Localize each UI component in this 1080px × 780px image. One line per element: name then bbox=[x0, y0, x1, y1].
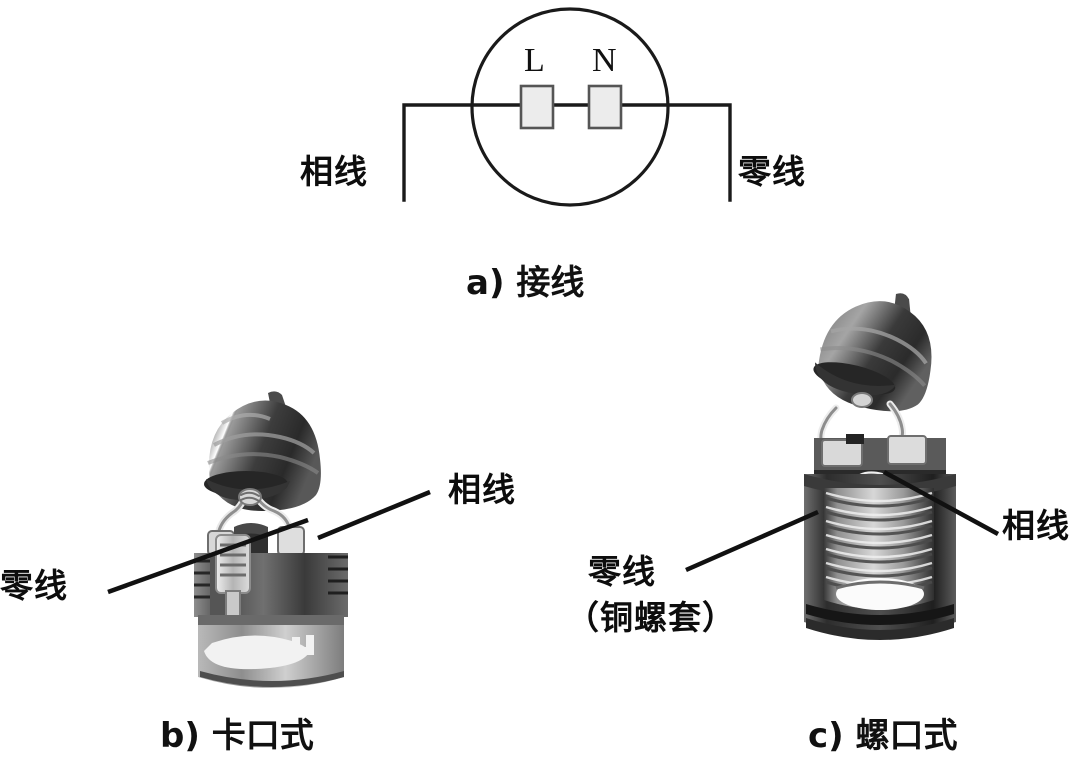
panel-b-live-wire-label: 相线 bbox=[448, 470, 516, 509]
panel-a-caption: a) 接线 bbox=[466, 263, 585, 303]
panel-c-live-wire-label: 相线 bbox=[1002, 506, 1070, 545]
terminal-n-contact bbox=[587, 84, 623, 130]
panel-b-neutral-wire-label: 零线 bbox=[0, 566, 68, 605]
panel-a-live-wire-label: 相线 bbox=[300, 152, 368, 191]
socket-body-circle bbox=[470, 7, 670, 207]
bayonet-holder-image bbox=[194, 391, 348, 688]
panel-c-neutral-wire-sublabel: （铜螺套） bbox=[566, 598, 736, 637]
live-lead-wire bbox=[402, 103, 522, 202]
screw-barrel-rim bbox=[806, 618, 954, 640]
copper-screw-shell bbox=[824, 488, 934, 610]
panel-b-live-leader bbox=[317, 489, 431, 541]
panel-c-neutral-wire-label: 零线 bbox=[588, 552, 656, 591]
panel-a-neutral-wire-label: 零线 bbox=[738, 152, 806, 191]
panel-b-caption: b) 卡口式 bbox=[160, 716, 314, 756]
screw-cap bbox=[813, 293, 932, 412]
terminal-n-letter: N bbox=[592, 42, 617, 79]
bayonet-wires bbox=[214, 488, 294, 539]
panel-c-live-leader bbox=[882, 470, 1000, 536]
panel-b-neutral-leader bbox=[107, 517, 309, 595]
screw-holder-image bbox=[804, 293, 956, 640]
terminal-l-contact bbox=[519, 84, 555, 130]
bayonet-skirt bbox=[198, 615, 344, 688]
neutral-lead-wire bbox=[618, 103, 732, 202]
panel-c-caption: c) 螺口式 bbox=[808, 716, 958, 756]
terminal-l-letter: L bbox=[524, 42, 545, 79]
panel-c-neutral-leader bbox=[685, 509, 819, 573]
